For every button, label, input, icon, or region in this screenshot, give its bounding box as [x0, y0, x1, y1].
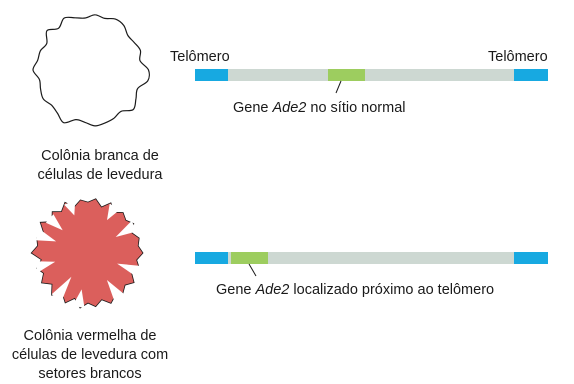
red-colony-body [30, 198, 144, 309]
gene-normal-name: Ade2 [272, 100, 307, 116]
telomere-left-label: Telômero [170, 49, 230, 65]
white-colony-caption-line1: Colônia branca de [41, 148, 159, 164]
white-sector [115, 221, 138, 237]
white-sector [106, 280, 125, 302]
gene-telomeric-label: Gene Ade2 localizado próximo ao telômero [216, 282, 494, 298]
white-sector [117, 263, 142, 278]
gene-telomeric-suffix: localizado próximo ao telômero [289, 282, 494, 298]
white-sector [35, 229, 57, 242]
white-yeast-colony [32, 14, 150, 127]
telomere-left [195, 252, 228, 264]
gene-normal-suffix: no sítio normal [306, 100, 405, 116]
chromosome-normal [195, 69, 548, 94]
telomere-right-label: Telômero [488, 49, 548, 65]
telomere-right [514, 252, 548, 264]
telomere-left [195, 69, 228, 81]
white-sector [34, 261, 56, 273]
gene-pointer-line [248, 263, 257, 277]
chromosome-telomeric [195, 252, 548, 277]
chromosome-body [195, 69, 548, 81]
white-sector [64, 200, 76, 216]
white-sector [107, 203, 120, 221]
white-sector [51, 276, 72, 302]
gene-normal-label: Gene Ade2 no sítio normal [233, 100, 406, 116]
ade2-gene-near-telomere [231, 252, 268, 264]
red-yeast-colony [30, 198, 144, 309]
red-colony-caption-line1: Colônia vermelha de [24, 328, 157, 344]
ade2-gene-normal [328, 69, 365, 81]
white-colony-caption-line2: células de levedura [38, 167, 164, 183]
gene-telomeric-prefix: Gene [216, 282, 256, 298]
red-colony-caption-line2: células de levedura com [12, 347, 168, 363]
red-colony-caption-line3: setores brancos [38, 366, 141, 382]
gene-telomeric-name: Ade2 [255, 282, 290, 298]
gene-pointer-line [335, 80, 342, 94]
white-sector [45, 214, 63, 231]
white-sector [72, 289, 85, 308]
chromosome-body [195, 252, 548, 264]
white-sectors [34, 200, 142, 308]
gene-normal-prefix: Gene [233, 100, 273, 116]
telomere-right [514, 69, 548, 81]
